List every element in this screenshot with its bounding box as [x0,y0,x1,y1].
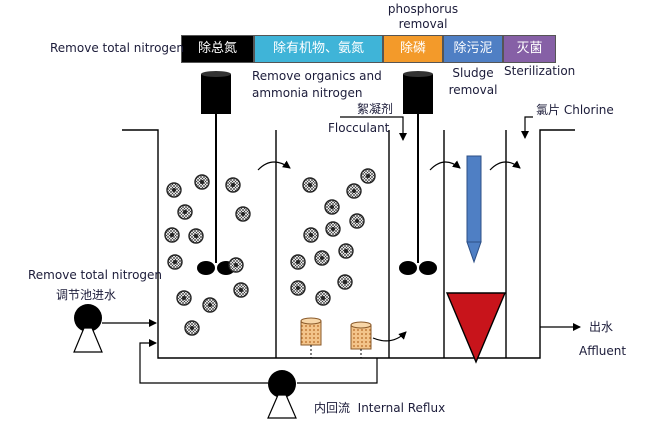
inlet-pump [73,304,103,353]
motor-1 [201,71,231,263]
carrier-ball-core [331,227,335,231]
media-outflow-arrow [372,331,407,342]
carrier-ball-core [241,212,245,216]
carrier-ball-core [352,189,356,193]
carrier-ball-core [234,263,238,267]
sludge-cone [445,292,507,364]
carrier-ball-core [170,233,174,237]
carrier-ball-core [182,296,186,300]
carrier-ball-core [183,210,187,214]
label-flocculant-cn: 絮凝剂 [357,102,394,116]
carrier-ball-core [239,288,243,292]
reflux-pump [267,370,297,419]
carrier-ball-core [208,303,212,307]
carrier-ball-core [190,326,194,330]
label-flocculant-en: Flocculant [328,121,390,135]
label-sterilization: Sterilization [504,64,576,78]
carrier-ball-core [200,180,204,184]
carrier-ball-core [343,280,347,284]
carrier-ball-core [296,260,300,264]
label-remove-total-nitrogen-left: Remove total nitrogen [28,268,163,282]
label-remove-organics: Remove organics and ammonia nitrogen [252,69,382,100]
carrier-ball-core [344,249,348,253]
media-cylinder-2 [350,321,372,358]
stirrer-2 [399,261,437,275]
tank-walls [122,129,575,359]
carrier-ball-core [173,260,177,264]
label-chlorine: 氯片 Chlorine [536,103,614,117]
carrier-ball-core [330,205,334,209]
carrier-balls [164,168,376,336]
label-outlet-en: Affluent [579,344,627,358]
carrier-ball-core [231,183,235,187]
carrier-ball-core [309,233,313,237]
process-step-remove-nitrogen: 除总氮 [181,35,254,63]
carrier-ball-core [194,234,198,238]
uv-lamp [466,155,482,264]
label-remove-total-nitrogen-top: Remove total nitrogen [50,41,185,55]
carrier-ball-core [366,174,370,178]
label-inlet: 调节池进水 [56,288,117,302]
carrier-ball-core [355,219,359,223]
label-internal-reflux: 内回流 Internal Reflux [314,401,446,415]
process-step-phosphorus: 除磷 [383,35,443,63]
flocculant-dosing-arrow [340,116,407,141]
label-phosphorus-removal: phosphorus removal [387,2,459,31]
chlorine-dosing-arrow [521,116,533,139]
internal-reflux-loop [139,339,378,384]
process-step-sludge: 除污泥 [443,35,503,63]
label-outlet-cn: 出水 [589,320,614,334]
media-cylinder-1 [300,317,322,358]
motor-2 [403,71,433,263]
process-step-remove-organics: 除有机物、氨氮 [254,35,383,63]
process-step-sterilization: 灭菌 [503,35,556,63]
carrier-ball-core [321,296,325,300]
carrier-ball-core [320,256,324,260]
flow-arrows [257,160,521,171]
label-sludge-removal: Sludge removal [448,66,498,97]
carrier-ball-core [296,286,300,290]
carrier-ball-core [172,188,176,192]
carrier-ball-core [308,183,312,187]
